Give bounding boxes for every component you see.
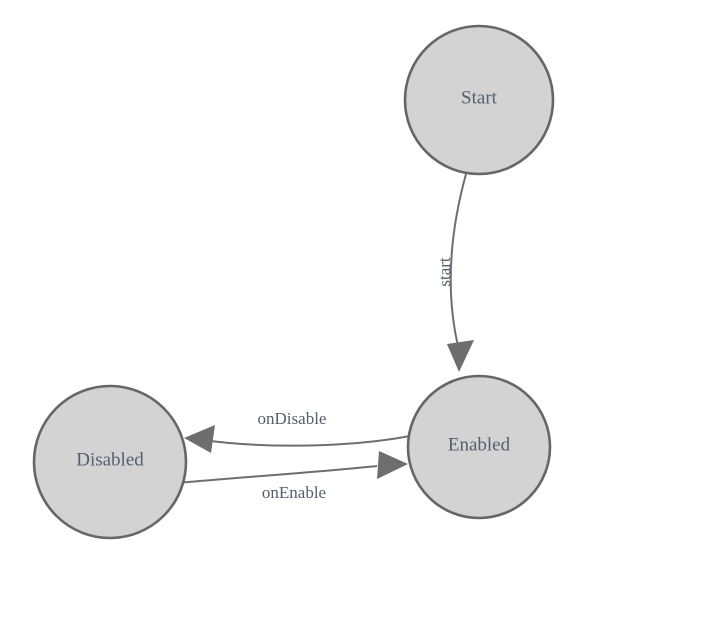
node-disabled-label: Disabled bbox=[76, 449, 144, 470]
edge-enabled-to-disabled-arrowhead bbox=[184, 425, 215, 453]
edge-start-to-enabled-path bbox=[449, 173, 467, 347]
edge-start-to-enabled-arrowhead bbox=[447, 340, 474, 372]
node-start-circle bbox=[403, 24, 555, 176]
edge-disabled-to-enabled-arrowhead bbox=[377, 451, 408, 479]
edge-label-start: start bbox=[435, 257, 454, 287]
node-disabled[interactable]: Disabled bbox=[32, 384, 188, 540]
edge-label-on-enable: onEnable bbox=[262, 483, 326, 502]
edge-enabled-to-disabled[interactable]: onDisable bbox=[184, 409, 411, 453]
node-start-label: Start bbox=[461, 87, 498, 108]
edge-enabled-to-disabled-path bbox=[202, 435, 411, 447]
node-disabled-circle bbox=[32, 384, 188, 540]
edge-disabled-to-enabled[interactable]: onEnable bbox=[176, 451, 408, 502]
edge-start-to-enabled[interactable]: start bbox=[435, 173, 474, 372]
node-enabled[interactable]: Enabled bbox=[406, 374, 552, 520]
edge-label-on-disable: onDisable bbox=[258, 409, 327, 428]
edge-disabled-to-enabled-path bbox=[176, 465, 378, 484]
node-enabled-circle bbox=[406, 374, 552, 520]
node-enabled-label: Enabled bbox=[448, 434, 511, 455]
node-start[interactable]: Start bbox=[403, 24, 555, 176]
